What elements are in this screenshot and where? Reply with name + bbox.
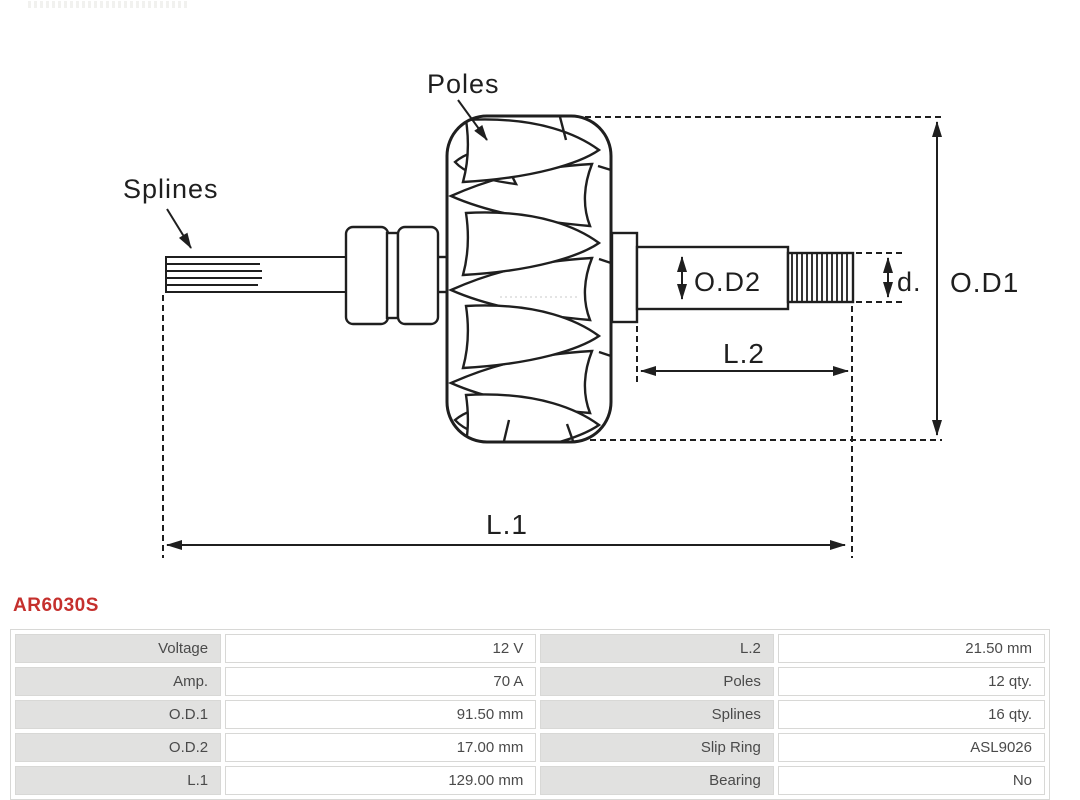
claw-pole bbox=[461, 211, 602, 277]
splines-arrow bbox=[166, 208, 192, 249]
spec-value-cell: 16 qty. bbox=[777, 700, 1045, 729]
spec-value-cell: 129.00 mm bbox=[225, 766, 537, 795]
spec-value-cell: 21.50 mm bbox=[777, 634, 1045, 663]
spec-label-cell: Poles bbox=[540, 667, 774, 696]
spec-value-cell: 91.50 mm bbox=[225, 700, 537, 729]
l2-label: L.2 bbox=[723, 338, 765, 369]
spec-value-cell: No bbox=[777, 766, 1045, 795]
spec-value-cell: 17.00 mm bbox=[225, 733, 537, 762]
spec-label-cell: Slip Ring bbox=[540, 733, 774, 762]
spec-row: L.1 129.00 mm Bearing No bbox=[15, 766, 1045, 795]
spec-label-cell: Bearing bbox=[540, 766, 774, 795]
part-number: AR6030S bbox=[13, 595, 99, 616]
watermark-artifact bbox=[28, 1, 188, 8]
spec-label-cell: O.D.2 bbox=[15, 733, 222, 762]
spec-label-cell: O.D.1 bbox=[15, 700, 222, 729]
spec-row: Voltage 12 V L.2 21.50 mm bbox=[15, 634, 1045, 663]
dimension-l2: L.2 bbox=[636, 306, 853, 558]
spec-label-cell: Amp. bbox=[15, 667, 222, 696]
dimension-od2: O.D2 bbox=[677, 256, 761, 300]
dimension-d: d. bbox=[856, 252, 922, 303]
spec-label-cell: Splines bbox=[540, 700, 774, 729]
spec-value-cell: 70 A bbox=[225, 667, 537, 696]
spec-row: O.D.2 17.00 mm Slip Ring ASL9026 bbox=[15, 733, 1045, 762]
spec-row: O.D.1 91.50 mm Splines 16 qty. bbox=[15, 700, 1045, 729]
spline-shaft bbox=[165, 256, 347, 293]
spec-value-cell: 12 qty. bbox=[777, 667, 1045, 696]
dimension-od1: O.D1 bbox=[585, 116, 1019, 441]
spec-label-cell: L.1 bbox=[15, 766, 222, 795]
poles-arrow bbox=[457, 99, 488, 141]
poles-callout: Poles bbox=[427, 69, 500, 141]
spec-row: Amp. 70 A Poles 12 qty. bbox=[15, 667, 1045, 696]
d-label: d. bbox=[897, 267, 922, 297]
shaft-collars bbox=[344, 225, 448, 326]
splines-callout: Splines bbox=[123, 174, 219, 249]
spec-label-cell: Voltage bbox=[15, 634, 222, 663]
dimension-l1: L.1 bbox=[162, 295, 846, 558]
rear-shaft bbox=[610, 231, 855, 324]
poles-label: Poles bbox=[427, 69, 500, 99]
splines-label: Splines bbox=[123, 174, 219, 204]
od1-label: O.D1 bbox=[950, 267, 1019, 298]
spec-table: Voltage 12 V L.2 21.50 mm Amp. 70 A Pole… bbox=[10, 629, 1050, 800]
l1-label: L.1 bbox=[486, 509, 528, 540]
spec-value-cell: 12 V bbox=[225, 634, 537, 663]
rotor-technical-drawing: O.D1 d. O.D2 L.2 L.1 Poles Splines bbox=[123, 69, 1019, 558]
spec-label-cell: L.2 bbox=[540, 634, 774, 663]
rotor-body bbox=[445, 114, 613, 444]
claw-pole bbox=[461, 304, 602, 370]
spec-value-cell: ASL9026 bbox=[777, 733, 1045, 762]
thread-hatching bbox=[791, 254, 848, 301]
od2-label: O.D2 bbox=[694, 267, 761, 297]
